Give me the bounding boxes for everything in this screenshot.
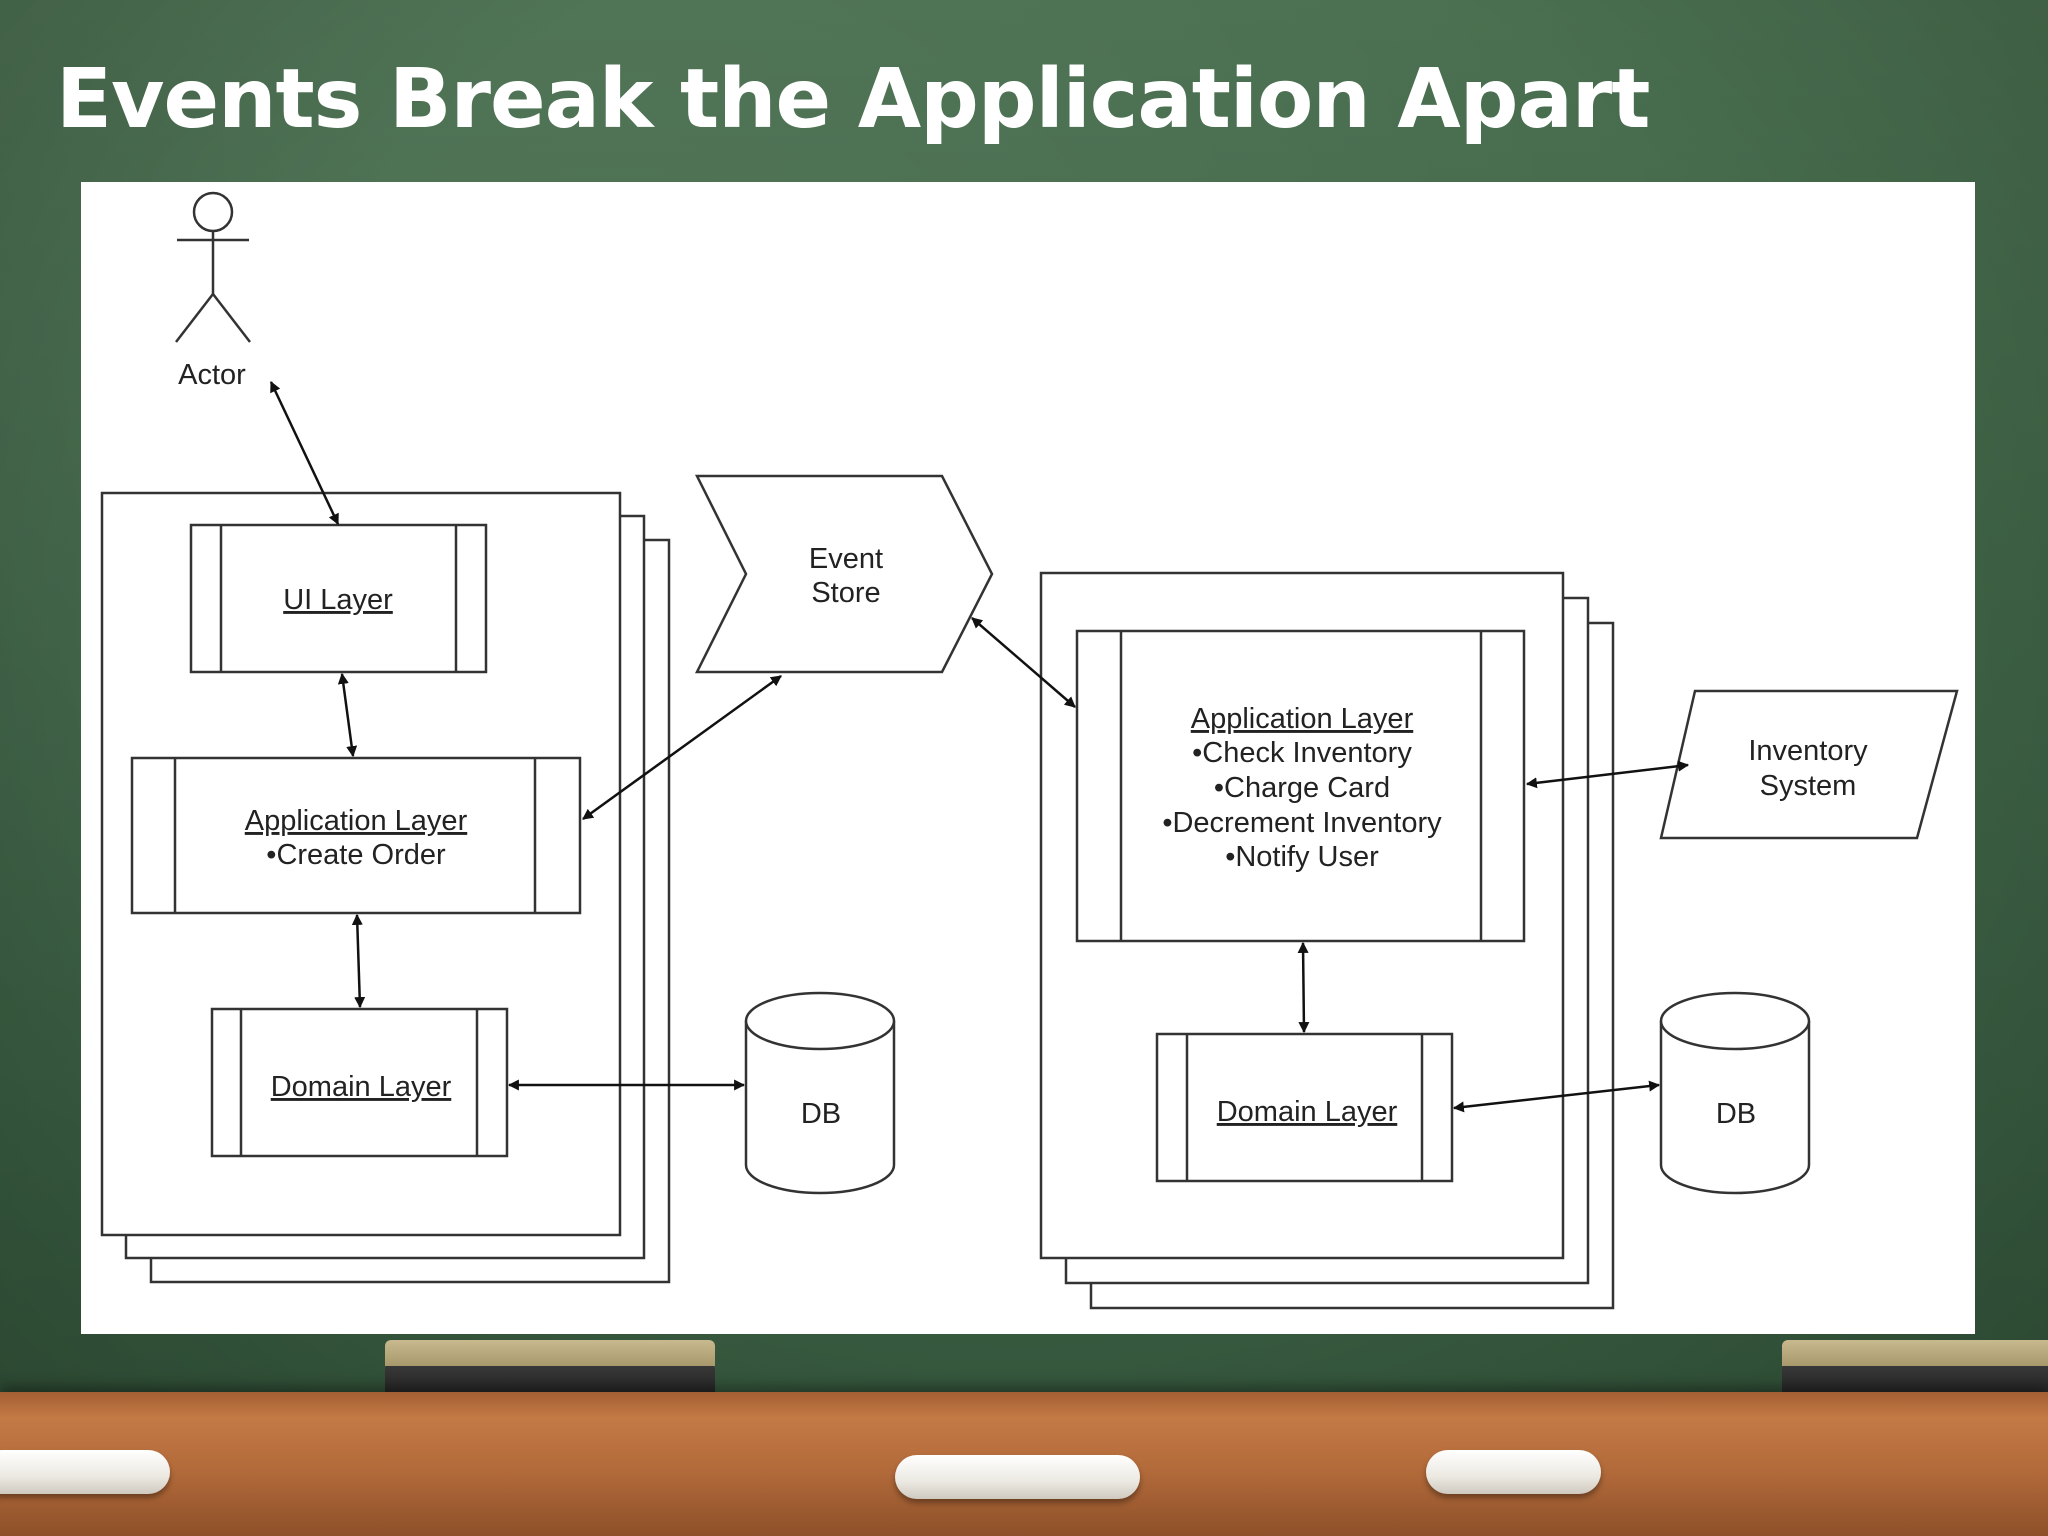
event-store-label-line2: Store <box>811 577 880 609</box>
arrow-eventstore-app-right <box>971 617 1076 708</box>
arrow-domain-db-right <box>1452 1080 1661 1113</box>
left-domain-layer-label: Domain Layer <box>271 1071 452 1103</box>
left-domain-layer-box <box>210 1007 509 1158</box>
arrow-app-eventstore-left <box>582 674 782 821</box>
arrow-app-domain-left <box>351 913 366 1009</box>
left-application-layer-title: Application Layer <box>245 805 468 837</box>
right-application-layer-item-3: •Decrement Inventory <box>1162 807 1442 839</box>
inventory-system-label-line1: Inventory <box>1748 735 1868 767</box>
inventory-system-label-line2: System <box>1760 770 1857 802</box>
right-db-cylinder <box>1659 991 1811 1195</box>
right-db-label: DB <box>1716 1098 1756 1130</box>
left-db-cylinder <box>744 991 896 1195</box>
right-application-layer-title: Application Layer <box>1191 703 1414 735</box>
arrow-ui-app-left <box>337 672 358 758</box>
arrow-actor-ui <box>269 381 340 525</box>
chalk-piece-2 <box>895 1455 1140 1499</box>
right-application-layer-item-1: •Check Inventory <box>1192 737 1412 769</box>
architecture-diagram: Actor UI Layer Application Layer •Create… <box>100 191 1959 1310</box>
right-domain-layer-label: Domain Layer <box>1217 1096 1398 1128</box>
arrow-app-domain-right <box>1297 941 1310 1034</box>
right-application-layer-item-2: •Charge Card <box>1214 772 1390 804</box>
left-application-layer-item: •Create Order <box>266 839 446 871</box>
actor-figure <box>175 191 251 343</box>
left-db-label: DB <box>801 1098 841 1130</box>
chalk-piece-3 <box>1426 1450 1601 1494</box>
right-application-layer-item-4: •Notify User <box>1225 841 1379 873</box>
slide-title: Events Break the Application Apart <box>56 52 1650 147</box>
left-ui-layer-label: UI Layer <box>283 584 393 616</box>
inventory-system-shape <box>1659 689 1959 840</box>
arrow-app-inventory-right <box>1525 760 1690 789</box>
diagram-panel: Actor UI Layer Application Layer •Create… <box>81 182 1975 1334</box>
event-store-label-line1: Event <box>809 543 883 575</box>
right-domain-layer-box <box>1155 1032 1454 1183</box>
chalk-piece-1 <box>0 1450 170 1494</box>
event-store-shape <box>694 474 994 674</box>
left-application-layer-box <box>130 756 582 915</box>
actor-label: Actor <box>178 359 246 391</box>
right-application-layer-box <box>1075 629 1526 943</box>
left-ui-layer-box <box>189 523 488 674</box>
